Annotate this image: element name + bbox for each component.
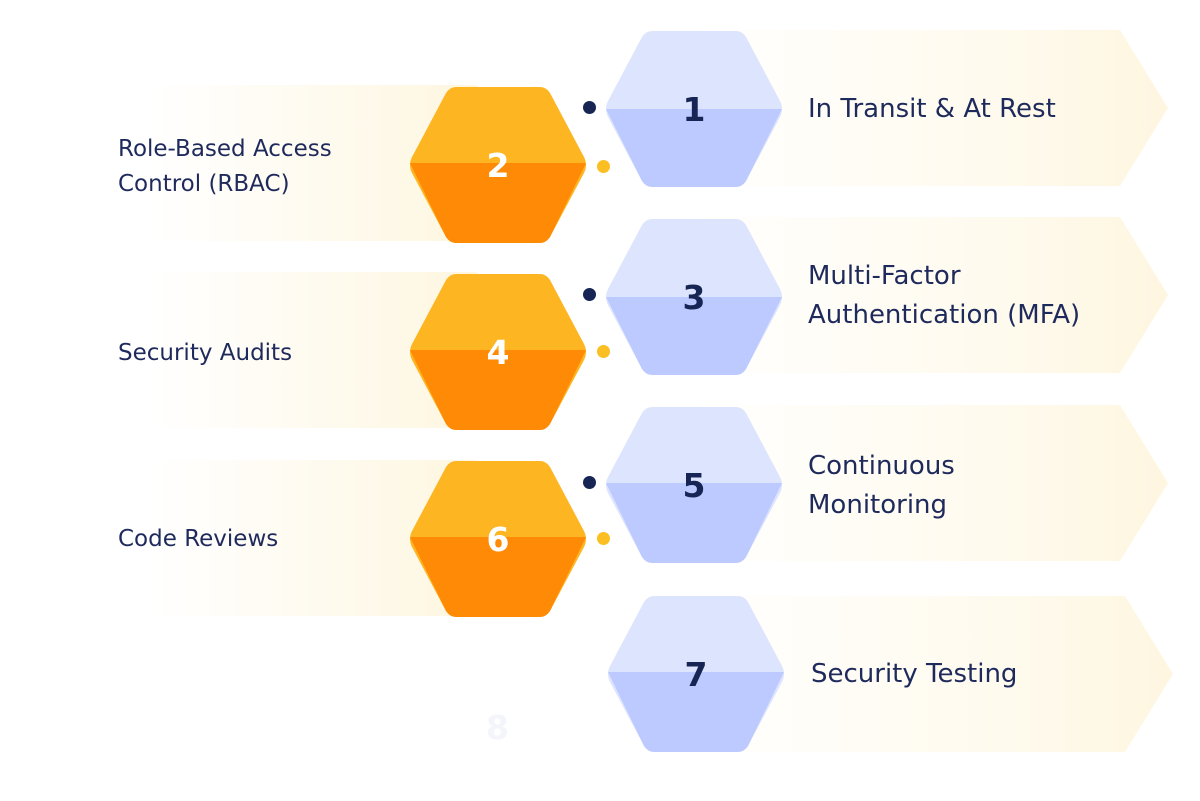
- step-label-2: Role-Based Access Control (RBAC): [118, 136, 332, 197]
- step-banner-7: [705, 596, 1173, 752]
- step-label-6: Code Reviews: [118, 526, 279, 552]
- connector-dot: [583, 101, 596, 114]
- step-number-6: 6: [486, 519, 510, 559]
- step-label-4: Security Audits: [118, 340, 293, 366]
- step-hexagon-2: 2: [410, 85, 586, 245]
- connector-dot: [583, 476, 596, 489]
- step-number-3: 3: [682, 277, 706, 317]
- step-banner-6: [150, 460, 480, 616]
- step-label-3: Multi-Factor Authentication (MFA): [808, 261, 1081, 330]
- step-hexagon-6: 6: [410, 459, 586, 619]
- step-hexagon-1: 1: [606, 29, 782, 189]
- step-banner-1: [700, 30, 1168, 186]
- step-banner-3: [700, 217, 1168, 373]
- step-label-1: In Transit & At Rest: [808, 94, 1056, 124]
- step-label-7: Security Testing: [811, 659, 1018, 689]
- step-hexagon-5: 5: [606, 405, 782, 565]
- step-hexagon-3: 3: [606, 217, 782, 377]
- step-number-4: 4: [486, 332, 510, 372]
- connector-dot: [597, 160, 610, 173]
- step-banner-2: [150, 85, 480, 241]
- step-banner-4: [150, 272, 480, 428]
- step-hexagon-7: 7: [608, 594, 784, 754]
- step-number-7: 7: [684, 654, 708, 694]
- step-label-5: Continuous Monitoring: [808, 451, 955, 520]
- step-number-2: 2: [486, 145, 510, 185]
- step-number-5: 5: [682, 465, 706, 505]
- connector-dot: [583, 288, 596, 301]
- step-number-1: 1: [682, 89, 706, 129]
- connector-dot: [597, 532, 610, 545]
- step-banner-5: [700, 405, 1168, 561]
- step-hexagon-4: 4: [410, 272, 586, 432]
- step-number-8: 8: [486, 708, 509, 747]
- connector-dot: [597, 345, 610, 358]
